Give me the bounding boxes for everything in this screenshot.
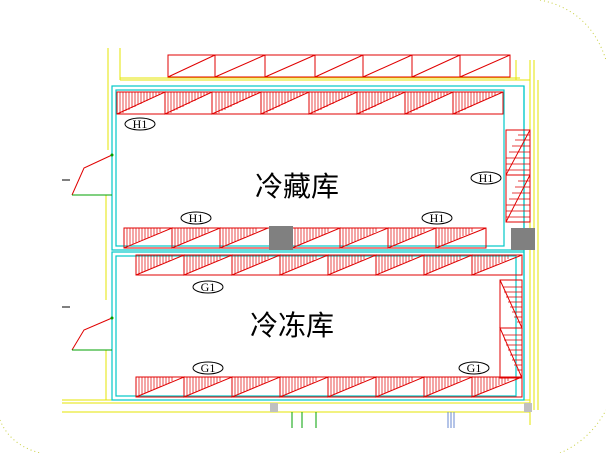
tag-h1: H1 xyxy=(124,117,156,131)
upper-top-coil-row xyxy=(116,91,504,115)
top-outer-coil-row xyxy=(167,54,511,78)
tag-h1: H1 xyxy=(470,171,502,185)
upper-right-coil xyxy=(505,129,531,223)
lower-top-coil-row xyxy=(135,254,523,276)
svg-text:G1: G1 xyxy=(201,280,216,294)
door-hinges xyxy=(110,153,114,320)
tag-g1: G1 xyxy=(458,361,490,375)
pipe-sleeve xyxy=(524,403,532,412)
lower-right-coil xyxy=(499,279,523,379)
door-ticks xyxy=(62,179,70,308)
tag-g1: G1 xyxy=(192,361,224,375)
door-swing-icon xyxy=(71,154,113,351)
inner-wall xyxy=(111,85,525,401)
svg-text:H1: H1 xyxy=(430,211,445,225)
column-right xyxy=(511,228,535,250)
column-middle xyxy=(269,226,293,250)
lower-bottom-coil-row xyxy=(135,376,523,398)
pipe-marks xyxy=(291,412,455,428)
room-label-freezer: 冷冻库 xyxy=(250,309,334,342)
room-label-cold-storage: 冷藏库 xyxy=(255,170,339,203)
tag-h1: H1 xyxy=(421,211,453,225)
upper-bottom-coil-row xyxy=(123,227,487,249)
svg-text:H1: H1 xyxy=(479,171,494,185)
pipe-sleeve xyxy=(270,403,278,412)
svg-text:G1: G1 xyxy=(467,361,482,375)
svg-text:H1: H1 xyxy=(133,117,148,131)
svg-text:H1: H1 xyxy=(189,211,204,225)
svg-text:G1: G1 xyxy=(201,361,216,375)
door-opening xyxy=(72,194,112,351)
tag-g1: G1 xyxy=(192,280,224,294)
tag-h1: H1 xyxy=(180,211,212,225)
